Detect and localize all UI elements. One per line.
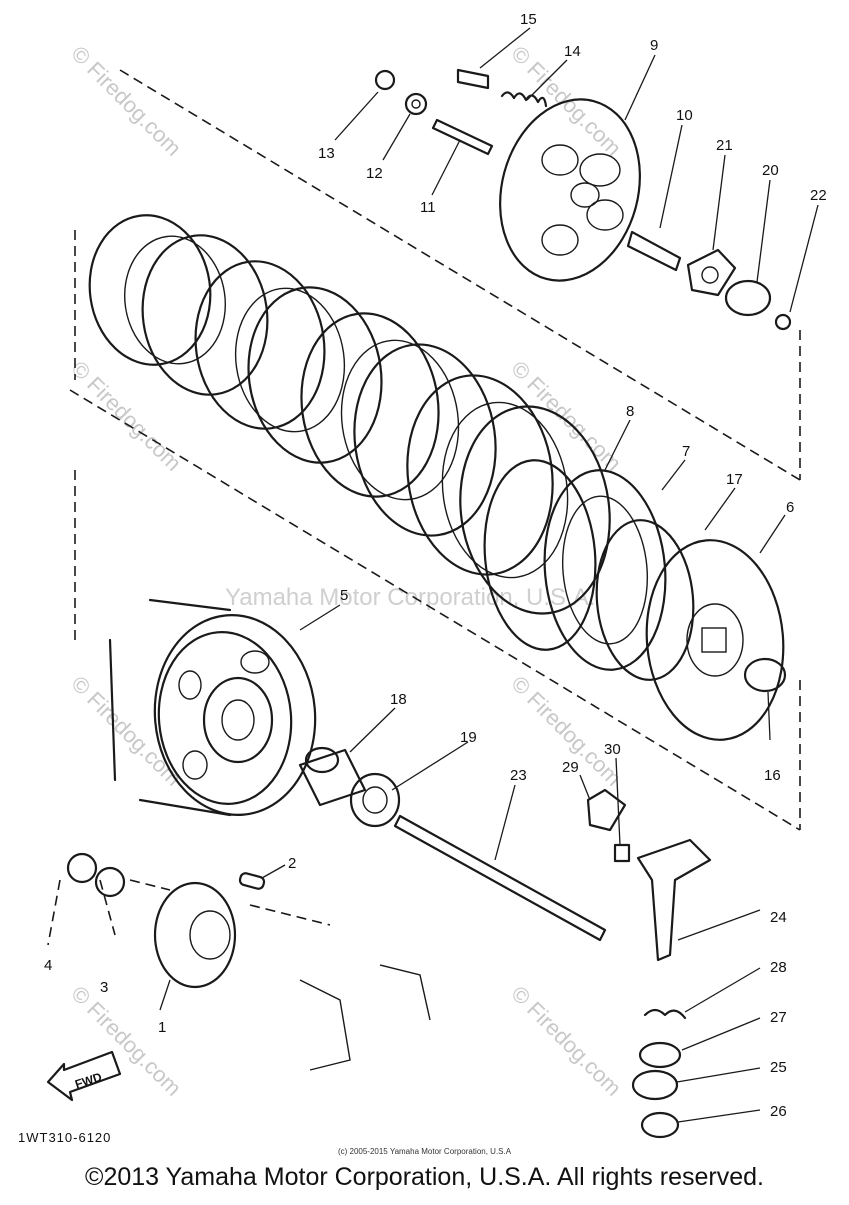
gear-1 (153, 881, 237, 989)
callout-15: 15 (520, 11, 537, 28)
watermark-3: © Firedog.com (66, 356, 186, 476)
clutch-housing (108, 598, 317, 817)
fwd-label: FWD (73, 1070, 104, 1092)
washer-19 (349, 772, 401, 828)
leader-lines (159, 27, 819, 1123)
callout-6: 6 (786, 499, 794, 516)
gear-6 (645, 539, 785, 741)
callout-19: 19 (460, 729, 477, 746)
callout-8: 8 (626, 403, 634, 420)
callout-3: 3 (100, 979, 108, 996)
boss-7 (543, 469, 667, 671)
shaft-24 (636, 838, 712, 962)
watermark-4: © Firedog.com (506, 356, 626, 476)
callout-26: 26 (770, 1103, 787, 1120)
callout-11: 11 (420, 199, 436, 216)
callout-25: 25 (770, 1059, 787, 1076)
callout-20: 20 (762, 162, 779, 179)
callout-5: 5 (340, 587, 348, 604)
spacer-18 (298, 748, 367, 807)
spring-28 (643, 1008, 687, 1020)
nut-21 (686, 248, 737, 297)
callout-12: 12 (366, 165, 383, 182)
callout-24: 24 (770, 909, 787, 926)
assembly-boundary (47, 69, 801, 946)
seal-25 (631, 1069, 679, 1101)
clutch-boss-assembly (483, 459, 787, 741)
ball-22 (774, 313, 792, 331)
shaft-parts (298, 746, 607, 942)
shift-shaft-parts (586, 788, 712, 1139)
cap-26 (640, 1111, 680, 1139)
ring-17 (595, 519, 695, 681)
pressure-plate (499, 98, 641, 282)
small-parts-top (374, 68, 792, 331)
watermarks: © Firedog.com © Firedog.com © Firedog.co… (66, 41, 626, 1101)
fwd-arrow: FWD (46, 1050, 122, 1102)
callout-29: 29 (562, 759, 579, 776)
clutch-plate-stack (88, 214, 611, 615)
small-copyright: (c) 2005-2015 Yamaha Motor Corporation, … (337, 1147, 512, 1156)
callout-21: 21 (716, 137, 733, 154)
washer-12 (404, 92, 428, 116)
watermark-1: © Firedog.com (66, 41, 186, 161)
washer-20 (724, 279, 772, 317)
callout-9: 9 (650, 37, 658, 54)
callout-22: 22 (810, 187, 827, 204)
callout-16: 16 (764, 767, 781, 784)
watermark-5: © Firedog.com (66, 671, 186, 791)
callout-28: 28 (770, 959, 787, 976)
rod-23 (393, 814, 607, 942)
rod-11 (431, 118, 494, 156)
washer-16 (743, 657, 787, 693)
washer-3 (94, 866, 126, 898)
copyright-notice: ©2013 Yamaha Motor Corporation, U.S.A. A… (85, 1163, 764, 1191)
pushrod-10 (626, 230, 682, 272)
circlip-4 (66, 852, 98, 884)
callout-30: 30 (604, 741, 621, 758)
kick-gear (202, 676, 274, 764)
callout-4: 4 (44, 957, 52, 974)
plate-8 (483, 459, 597, 651)
lower-left-parts (66, 852, 431, 1071)
callout-14: 14 (564, 43, 581, 60)
callout-13: 13 (318, 145, 335, 162)
callout-7: 7 (682, 443, 690, 460)
diagram-code: 1WT310-6120 (18, 1130, 111, 1145)
watermark-8: © Firedog.com (506, 981, 626, 1101)
callout-1: 1 (158, 1019, 166, 1036)
callout-numbers: 15 14 9 10 21 20 22 13 12 11 8 7 17 6 5 … (44, 11, 827, 1120)
watermark-center: Yamaha Motor Corporation, U.S.A. (225, 584, 595, 611)
callout-2: 2 (288, 855, 296, 872)
nut-13 (374, 69, 396, 91)
spring-14 (500, 91, 548, 108)
bolt-30 (613, 843, 631, 863)
washer-27 (638, 1041, 682, 1069)
callout-18: 18 (390, 691, 407, 708)
callout-23: 23 (510, 767, 527, 784)
callout-17: 17 (726, 471, 743, 488)
callout-27: 27 (770, 1009, 787, 1026)
pin-2 (238, 872, 266, 890)
bolt-15 (456, 68, 490, 90)
callout-10: 10 (676, 107, 693, 124)
lever-29 (586, 788, 627, 832)
